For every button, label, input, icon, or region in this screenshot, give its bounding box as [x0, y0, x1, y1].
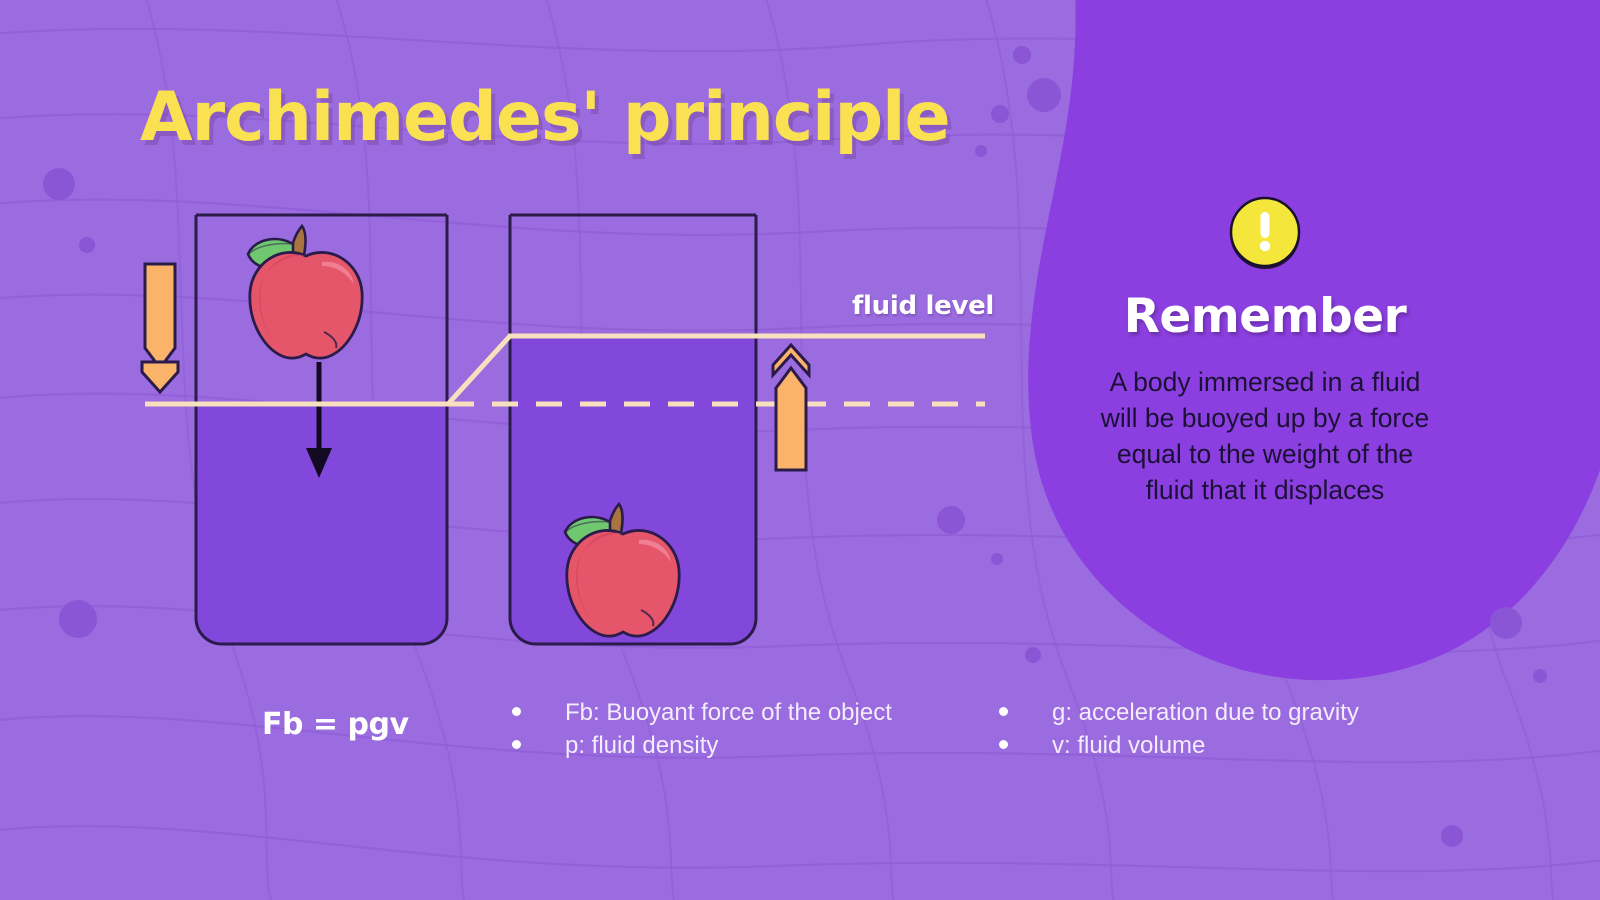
legend-column-1: Fb: Buoyant force of the object p: fluid…: [512, 698, 982, 764]
remember-body-text: A body immersed in a fluid will be buoye…: [1100, 367, 1430, 505]
left-beaker-fluid: [196, 404, 447, 644]
legend-label: g: acceleration due to gravity: [1052, 699, 1359, 726]
bullet-icon: [512, 740, 521, 749]
legend-column-2: g: acceleration due to gravity v: fluid …: [999, 698, 1469, 764]
fluid-level-riser: [445, 333, 513, 407]
remember-panel: Remember A body immersed in a fluid will…: [1090, 194, 1440, 508]
buoyant-force-arrow-icon: [771, 342, 811, 472]
legend-label: v: fluid volume: [1052, 732, 1206, 759]
fluid-level-label: fluid level: [852, 291, 995, 321]
bullet-icon: [999, 740, 1008, 749]
legend-label: Fb: Buoyant force of the object: [565, 699, 892, 726]
list-item: g: acceleration due to gravity: [999, 698, 1469, 728]
downward-force-arrow-icon: [140, 262, 180, 395]
exclamation-badge-icon: [1226, 194, 1304, 272]
remember-heading: Remember: [1123, 289, 1407, 344]
weight-force-arrow: [306, 362, 332, 478]
bullet-icon: [999, 707, 1008, 716]
list-item: p: fluid density: [512, 731, 982, 761]
formula-text: Fb = pgv: [262, 707, 409, 742]
right-beaker-outline: [508, 215, 758, 646]
bullet-icon: [512, 707, 521, 716]
list-item: v: fluid volume: [999, 731, 1469, 761]
legend-label: p: fluid density: [565, 732, 719, 759]
page-title: Archimedes' principle: [140, 78, 951, 157]
list-item: Fb: Buoyant force of the object: [512, 698, 982, 728]
apple-icon-submerged: [563, 501, 681, 638]
left-beaker-outline: [194, 215, 449, 646]
archimedes-diagram: [140, 213, 985, 646]
apple-icon-above-fluid: [246, 223, 364, 360]
